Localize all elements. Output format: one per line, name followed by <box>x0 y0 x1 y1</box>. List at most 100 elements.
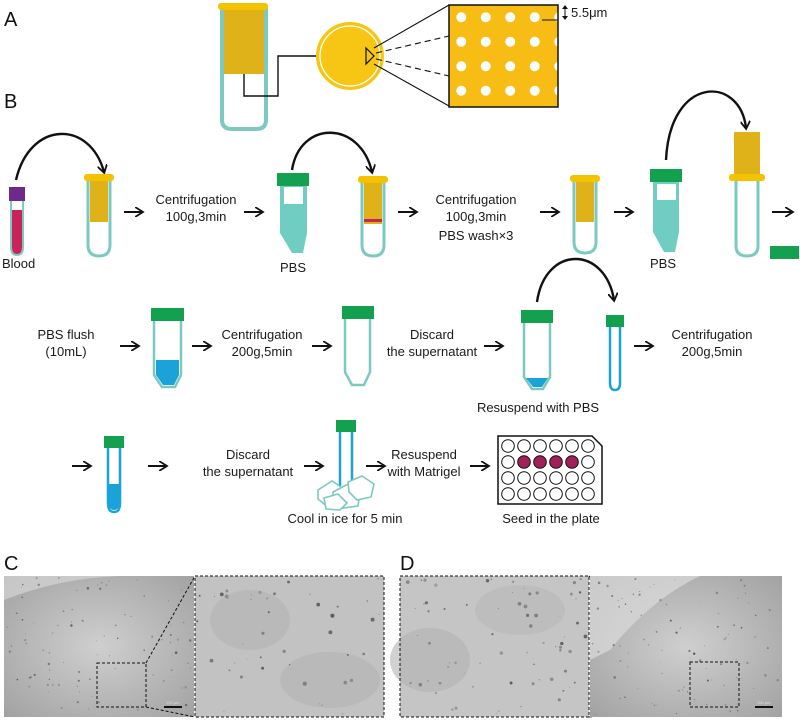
cell-speck <box>661 649 663 652</box>
cell-speck <box>675 713 678 715</box>
cell-speck <box>108 655 111 657</box>
cell-speck <box>619 645 621 647</box>
cell-speck <box>569 687 571 689</box>
cell-speck <box>682 689 684 691</box>
cell-speck <box>555 646 557 648</box>
cell-speck <box>28 685 31 688</box>
cell-speck <box>535 591 539 595</box>
cell-speck <box>97 584 99 586</box>
cell-speck <box>91 696 93 698</box>
empty-well <box>501 487 515 501</box>
cell-speck <box>362 652 366 656</box>
pbs-flush-label: PBS flush <box>37 327 94 342</box>
cell-speck <box>559 649 562 652</box>
cell-speck <box>624 603 627 605</box>
discard-label-1b: the supernatant <box>387 344 478 359</box>
cell-speck <box>725 637 727 639</box>
cell-speck <box>273 592 276 596</box>
cell-speck <box>170 669 173 671</box>
cell-speck <box>748 602 750 604</box>
cell-speck <box>174 651 178 654</box>
empty-well <box>549 487 563 501</box>
cell-speck <box>136 708 139 711</box>
cell-speck <box>693 698 696 701</box>
cell-speck <box>143 595 145 597</box>
cell-speck <box>768 608 771 612</box>
cell-speck <box>626 666 629 668</box>
cell-speck <box>560 641 564 646</box>
cell-speck <box>169 634 172 636</box>
cell-speck <box>597 581 601 585</box>
cell-speck <box>564 669 567 673</box>
cell-speck <box>743 584 746 587</box>
cell-speck <box>653 583 655 585</box>
volume-label: (10mL) <box>45 344 86 359</box>
cell-speck <box>512 592 514 593</box>
scale-bar-c <box>164 706 182 708</box>
seed-label: Seed in the plate <box>502 511 600 526</box>
cell-speck <box>182 621 185 624</box>
filter-tube <box>218 3 334 131</box>
cell-speck <box>52 684 54 686</box>
cell-speck <box>637 687 639 689</box>
cell-speck <box>740 579 743 582</box>
cell-speck <box>81 619 84 622</box>
empty-well <box>533 471 547 485</box>
scale-bar-d <box>755 706 773 708</box>
cell-speck <box>564 636 566 638</box>
cell-speck <box>75 589 78 592</box>
cell-speck <box>618 606 620 608</box>
cell-speck <box>705 668 707 669</box>
cell-speck <box>10 645 13 647</box>
cell-speck <box>184 686 187 689</box>
cell-speck <box>20 586 22 588</box>
cell-speck <box>533 663 535 666</box>
cell-speck <box>287 580 290 584</box>
cell-speck <box>114 624 117 627</box>
cell-speck <box>130 615 132 618</box>
filter-tube-2 <box>358 176 388 258</box>
seeded-well <box>549 455 563 469</box>
cell-speck <box>525 613 530 618</box>
empty-well <box>581 471 595 485</box>
micrograph-c-overview: 100 μm <box>4 576 194 717</box>
cell-speck <box>613 676 616 679</box>
centrifugation-label-2: Centrifugation <box>436 192 517 207</box>
cell-speck <box>42 649 44 651</box>
cell-speck <box>246 658 248 660</box>
cell-speck <box>418 682 423 687</box>
cell-speck <box>265 597 269 600</box>
cell-speck <box>656 704 658 706</box>
cell-speck <box>669 619 672 622</box>
cell-speck <box>48 652 50 654</box>
cell-speck <box>572 580 577 585</box>
cell-speck <box>234 662 236 664</box>
cell-speck <box>227 597 229 599</box>
cell-speck <box>267 611 270 614</box>
pbs-tube-2 <box>650 169 682 252</box>
empty-well <box>533 487 547 501</box>
zoom-lines <box>373 4 450 107</box>
cell-speck <box>612 644 615 647</box>
cell-speck <box>169 676 171 678</box>
transfer-arrow-icon-1 <box>14 132 104 181</box>
cell-speck <box>136 579 139 581</box>
cell-speck <box>108 580 110 582</box>
cell-speck <box>409 681 412 685</box>
cell-speck <box>86 587 90 590</box>
cell-speck <box>573 681 576 684</box>
cell-speck <box>531 682 535 686</box>
cell-speck <box>63 661 65 663</box>
empty-well <box>565 439 579 453</box>
cell-speck <box>465 604 468 606</box>
empty-well <box>501 439 515 453</box>
cell-speck <box>16 678 19 681</box>
cell-speck <box>659 661 661 663</box>
cell-speck <box>715 591 719 595</box>
cell-speck <box>532 658 534 660</box>
cell-speck <box>490 578 492 580</box>
speed-label-4: 200g,5min <box>682 344 743 359</box>
cell-speck <box>103 635 105 637</box>
cell-speck <box>698 602 700 604</box>
cell-speck <box>728 633 730 636</box>
